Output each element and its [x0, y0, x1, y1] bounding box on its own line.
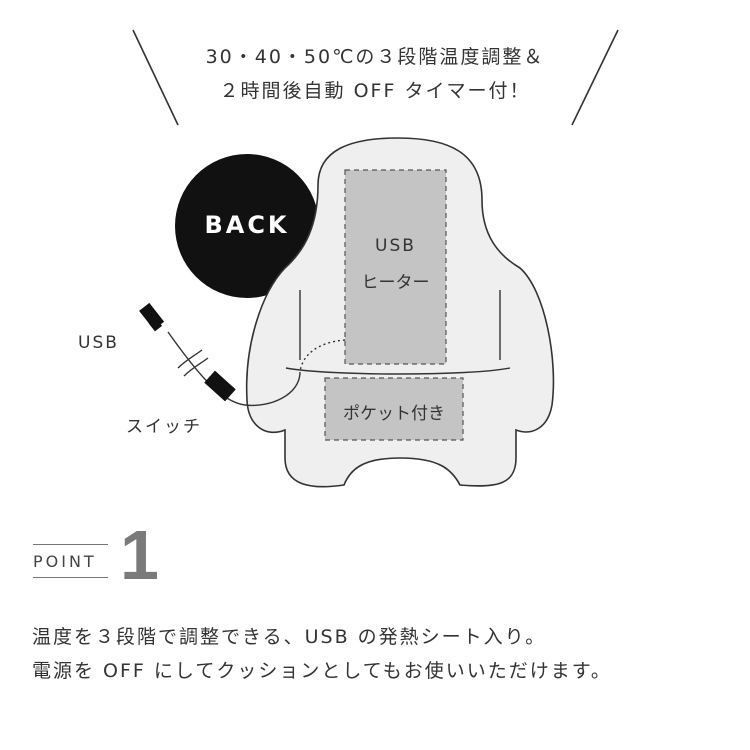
cable-break-mark: [183, 357, 209, 377]
back-badge: [175, 154, 319, 298]
usb-cable: [167, 331, 301, 407]
usb-plug-neck: [148, 317, 163, 332]
pocket-area: [324, 377, 464, 441]
heater-label-line-1: USB: [375, 236, 416, 256]
right-slash-decoration: [571, 29, 619, 126]
switch-label: スイッチ: [126, 417, 202, 437]
point-label: POINT: [33, 544, 108, 578]
usb-heater-area: [344, 169, 447, 365]
description-line-2: 電源を OFF にしてクッションとしてもお使いいただけます。: [32, 660, 612, 682]
headline-line-2: ２時間後自動 OFF タイマー付！: [219, 80, 531, 102]
description-line-1: 温度を３段階で調整できる、USB の発熱シート入り。: [32, 626, 547, 648]
left-slash-decoration: [132, 29, 179, 126]
headline-line-1: 30・40・50℃の３段階温度調整＆: [205, 46, 545, 68]
back-badge-label: BACK: [204, 211, 290, 239]
internal-cable: [299, 339, 346, 373]
point-number: 1: [120, 516, 159, 594]
pocket-seam: [285, 367, 511, 375]
usb-label: USB: [78, 333, 119, 353]
pocket-label: ポケット付き: [343, 404, 445, 424]
heater-label-line-2: ヒーター: [361, 273, 430, 293]
cable-break-mark: [177, 349, 203, 369]
switch-box: [204, 370, 236, 402]
